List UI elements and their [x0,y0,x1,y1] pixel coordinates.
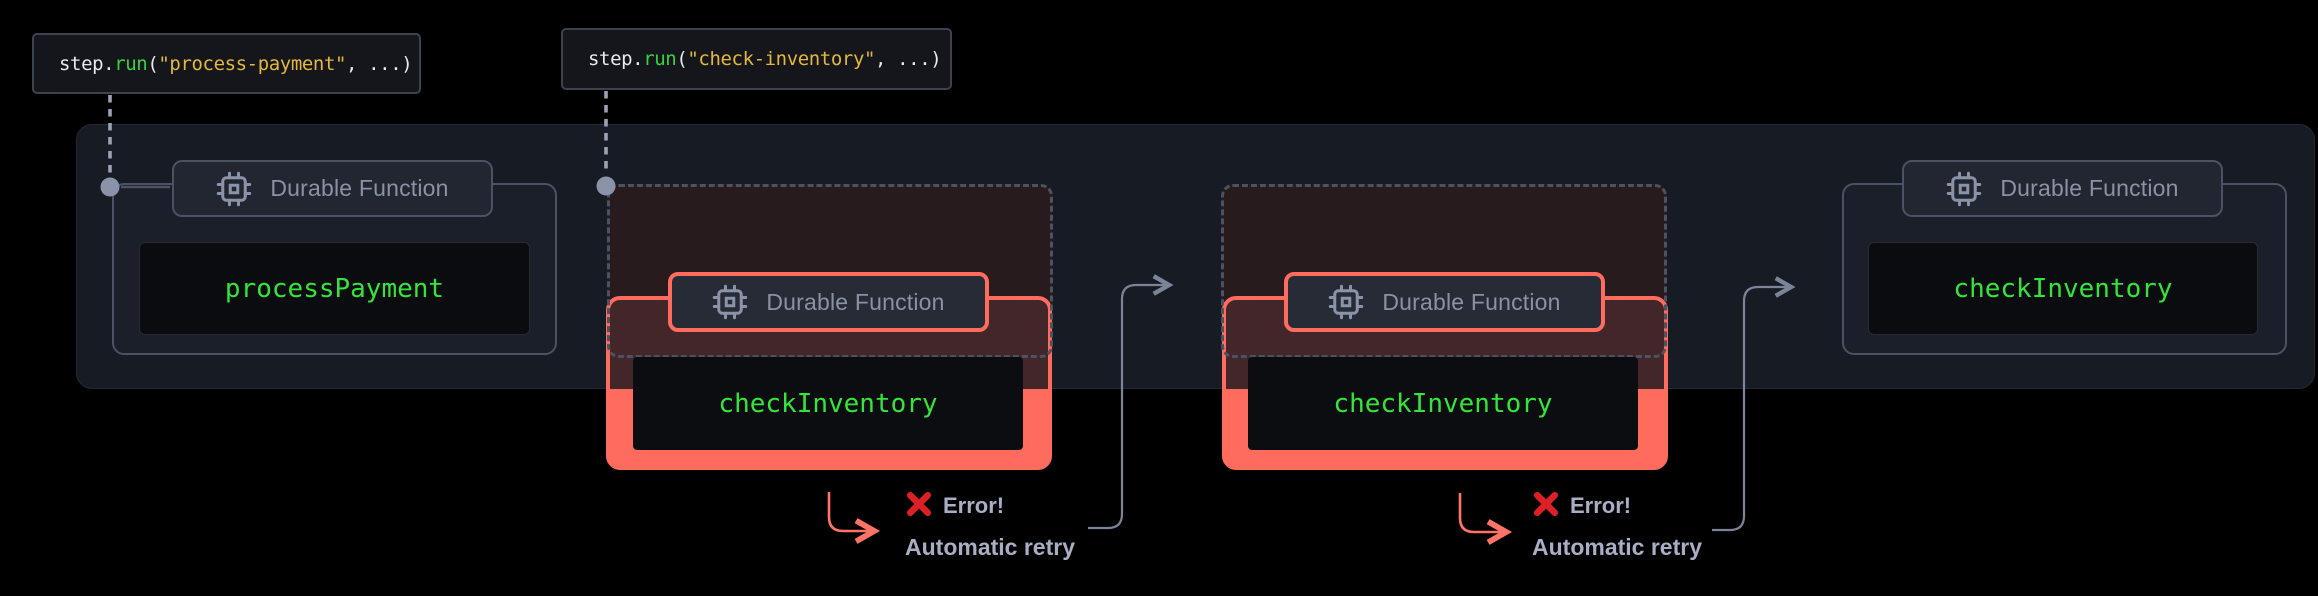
code-token-run: run [643,48,677,70]
cpu-icon [216,171,252,207]
function-name: processPayment [224,273,445,304]
durable-function-badge-2: Durable Function [1284,272,1605,332]
code-callout-check-inventory: step.run("check-inventory", ...) [561,28,952,90]
code-token-string: "check-inventory" [687,48,876,70]
cpu-icon [1946,171,1982,207]
code-token: ( [147,52,159,75]
error-text: Error! [1570,493,1632,518]
error-label-0: Error! Automatic retry [905,490,1075,561]
code-token: ( [676,48,688,70]
code-callout-process-payment: step.run("process-payment", ...) [32,33,421,94]
code-token: step. [588,48,644,70]
durable-function-badge-1: Durable Function [668,272,989,332]
automatic-retry-text: Automatic retry [1532,534,1702,560]
x-icon [1532,490,1560,523]
function-name-box-2: checkInventory [1248,357,1638,450]
x-icon [905,490,933,523]
function-name: checkInventory [718,388,938,419]
function-name: checkInventory [1333,388,1553,419]
error-arrow-1 [1458,493,1513,545]
badge-label: Durable Function [270,175,449,201]
cpu-icon [1328,284,1364,320]
code-token: , ...) [875,48,942,70]
function-name-box-1: checkInventory [633,357,1023,450]
automatic-retry-text: Automatic retry [905,534,1075,560]
badge-label: Durable Function [766,288,945,315]
code-token: step. [59,52,115,75]
durable-function-badge-3: Durable Function [1902,160,2223,217]
cpu-icon [712,284,748,320]
error-text: Error! [943,493,1005,518]
badge-label: Durable Function [1382,288,1561,315]
function-name-box-3: checkInventory [1868,242,2258,335]
code-token-run: run [114,52,148,75]
function-name: checkInventory [1953,273,2173,304]
error-arrow-0 [827,492,881,544]
durable-function-badge-0: Durable Function [172,160,493,217]
code-token-string: "process-payment" [158,52,347,75]
code-token: , ...) [346,52,413,75]
function-name-box-0: processPayment [139,242,530,335]
error-label-1: Error! Automatic retry [1532,490,1702,561]
badge-label: Durable Function [2000,175,2179,201]
